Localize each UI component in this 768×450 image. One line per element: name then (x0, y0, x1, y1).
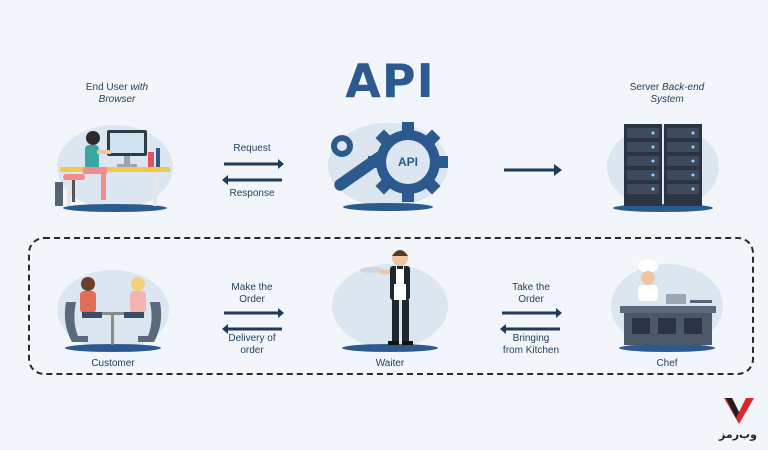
waiter-illustration (332, 250, 448, 352)
request-response-arrows (222, 159, 284, 185)
request-label: Request (233, 143, 271, 154)
kitchen-arrows (500, 308, 562, 334)
restaurant-analogy-box (28, 237, 754, 375)
customer-label: Customer (91, 358, 135, 369)
customer-illustration (57, 270, 169, 352)
arrow-to-server (504, 164, 562, 176)
waiter-label: Waiter (375, 358, 405, 369)
brand-logo-text: وب‌رمز (719, 428, 757, 441)
chef-illustration (611, 259, 723, 352)
server-label: Server Back-end System (629, 82, 705, 105)
order-arrows (222, 308, 284, 334)
gear-api-label: API (397, 155, 418, 169)
end-user-label: End User with Browser (85, 82, 149, 105)
api-gear-illustration (328, 122, 448, 211)
chef-label: Chef (656, 358, 678, 369)
brand-logo-icon (724, 398, 754, 424)
response-label: Response (229, 188, 275, 199)
server-illustration (607, 124, 719, 212)
page-title: API (345, 54, 435, 108)
end-user-illustration (55, 125, 173, 212)
